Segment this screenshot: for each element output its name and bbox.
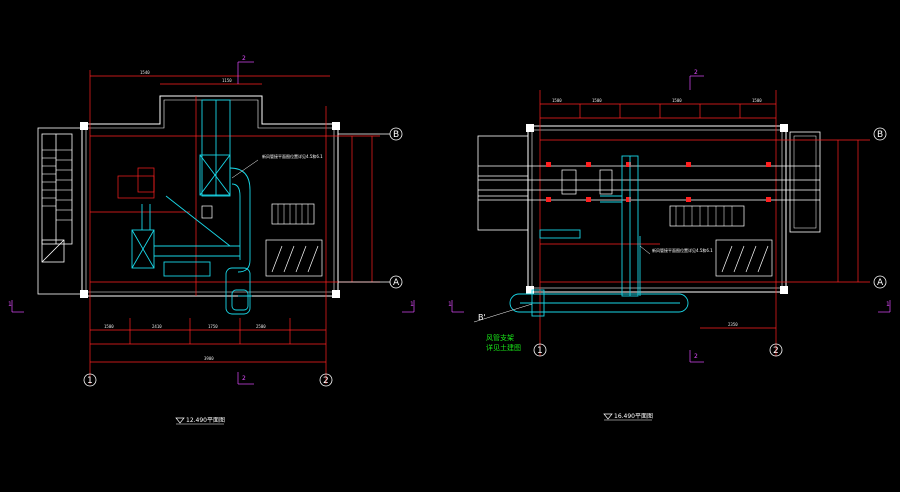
grid-axis-label: 2 xyxy=(323,376,329,386)
grid-axis-label: 1 xyxy=(87,376,93,386)
dimension-text: 2410 xyxy=(152,324,162,329)
plan-16490: 1 2 B A 2 2 1 1 1500 1500 1500 1500 2350… xyxy=(448,69,891,421)
section-mark: 2 xyxy=(694,353,698,360)
section-mark: 1 xyxy=(8,301,12,308)
section-mark: 1 xyxy=(448,301,452,308)
grid-axis-label: A xyxy=(877,278,884,288)
section-mark: 2 xyxy=(242,55,246,62)
callout-text: 风管支架 xyxy=(486,333,514,342)
plan-12490: 1 2 B A 2 2 1 1 1540 1150 1500 2410 1750… xyxy=(8,55,415,425)
plan-title: 12.490平面图 xyxy=(186,417,225,424)
grid-axis-label: 1 xyxy=(537,346,543,356)
dimension-text: 2500 xyxy=(256,324,266,329)
section-mark: 1 xyxy=(886,301,890,308)
dimension-text: 1540 xyxy=(140,70,150,75)
section-mark: 2 xyxy=(242,375,246,382)
dimension-text: 1150 xyxy=(222,78,232,83)
dimension-text: 1500 xyxy=(752,98,762,103)
dimension-text: 2350 xyxy=(728,322,738,327)
dimension-text: 1500 xyxy=(672,98,682,103)
dimension-text: 3900 xyxy=(204,356,214,361)
dimension-text: 1500 xyxy=(592,98,602,103)
section-mark: 1 xyxy=(410,301,414,308)
duct-note: 新风管接平面图位置详见4.5和6.1 xyxy=(262,153,323,159)
duct-note: 新风管接平面图位置详见4.5和6.1 xyxy=(652,247,713,253)
grid-axis-label: B xyxy=(393,130,399,140)
dimension-text: 1500 xyxy=(104,324,114,329)
section-mark: 2 xyxy=(694,69,698,76)
dimension-text: 1750 xyxy=(208,324,218,329)
grid-axis-label: A xyxy=(393,278,400,288)
grid-axis-label: 2 xyxy=(773,346,779,356)
dimension-text: 1500 xyxy=(552,98,562,103)
grid-axis-label: B xyxy=(877,130,883,140)
plan-title: 16.490平面图 xyxy=(614,413,653,420)
callout-text: 详见土建图 xyxy=(486,343,521,352)
callout-tag: B' xyxy=(478,313,486,322)
